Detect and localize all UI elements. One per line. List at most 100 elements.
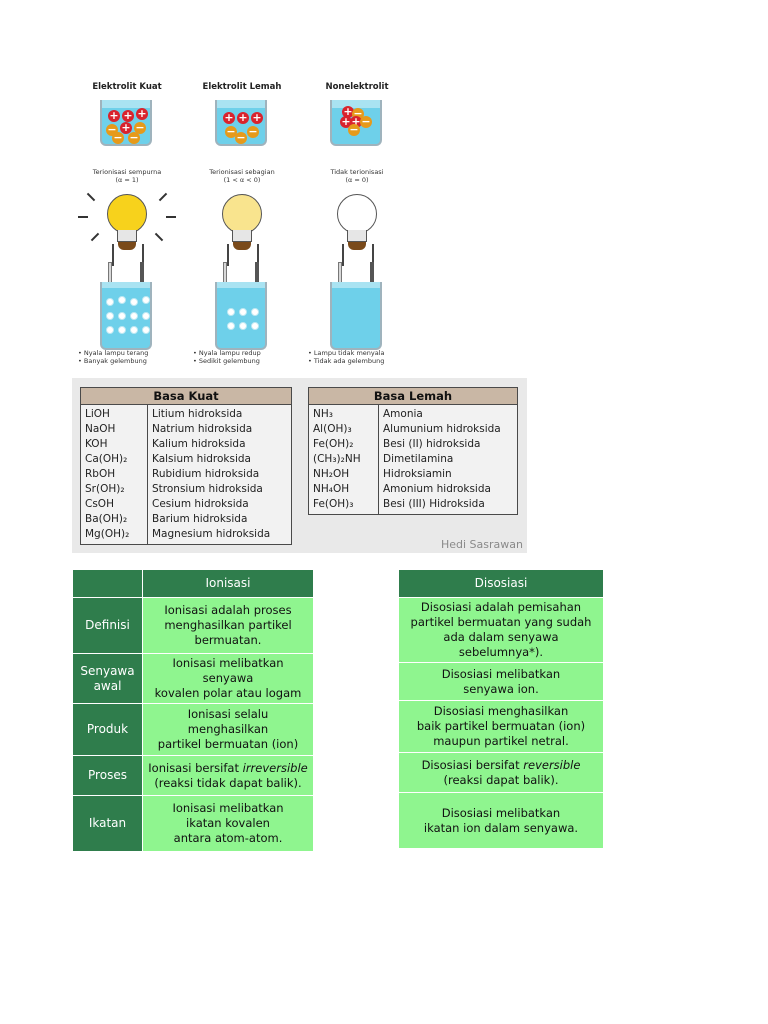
positive-ion-icon: + <box>136 107 148 120</box>
base-formula: (CH₃)₂NH <box>313 453 361 465</box>
negative-ion-icon: − <box>247 125 259 138</box>
positive-ion-icon: + <box>251 111 263 124</box>
column-title: Nonelektrolit <box>325 82 389 92</box>
positive-ion-icon: + <box>108 109 120 122</box>
base-name: Litium hidroksida <box>152 408 243 420</box>
ionization-caption: Terionisasi sempurna(α = 1) <box>92 168 162 184</box>
electrolysis-beaker <box>215 282 267 350</box>
negative-ion-icon: − <box>348 123 360 136</box>
cell-line: menghasilkan partikel <box>164 618 292 632</box>
base-name: Dimetilamina <box>383 453 454 465</box>
table-row: Disosiasi bersifat reversible(reaksi dap… <box>398 752 604 793</box>
base-name: Hidroksiamin <box>383 468 452 480</box>
bulb-bright-icon <box>72 190 182 270</box>
base-name: Alumunium hidroksida <box>383 423 501 435</box>
cell-line: ikatan kovalen <box>186 816 270 830</box>
negative-ion-icon: − <box>235 131 247 144</box>
row-header: Ikatan <box>72 795 143 852</box>
base-name: Stronsium hidroksida <box>152 483 263 495</box>
cell-line: ikatan ion dalam senyawa. <box>423 820 579 835</box>
negative-ion-icon: − <box>225 125 237 138</box>
base-name: Cesium hidroksida <box>152 498 249 510</box>
negative-ion-icon: − <box>134 121 146 134</box>
ionization-caption: Terionisasi sebagian(1 < α < 0) <box>209 168 275 184</box>
base-name: Amonium hidroksida <box>383 483 491 495</box>
base-formula: CsOH <box>85 498 114 510</box>
base-formula: Ca(OH)₂ <box>85 453 128 465</box>
base-formula: LiOH <box>85 408 110 420</box>
cell-line: Ionisasi adalah proses <box>164 603 292 617</box>
cell-line: (reaksi dapat balik). <box>443 772 559 787</box>
column-title: Elektrolit Kuat <box>92 82 162 92</box>
positive-ion-icon: + <box>342 105 354 118</box>
electrolyte-figure: Elektrolit Kuat + + + − + − − − Terionis… <box>72 72 402 372</box>
positive-ion-icon: + <box>223 111 235 124</box>
observation-notes: Nyala lampu terangBanyak gelembung <box>78 349 182 365</box>
cell-line: partikel bermuatan (ion) <box>157 737 299 751</box>
cell-line: Ionisasi melibatkan <box>172 801 284 815</box>
ion-beaker: + + + − − − <box>215 100 267 146</box>
row-header: Definisi <box>72 597 143 654</box>
base-formula: NH₄OH <box>313 483 350 495</box>
electrolysis-beaker <box>100 282 152 350</box>
base-formula: KOH <box>85 438 108 450</box>
disosiasi-cell: Disosiasi bersifat reversible(reaksi dap… <box>398 752 604 793</box>
cell-line: partikel bermuatan yang sudah <box>410 615 592 629</box>
base-formula: Al(OH)₃ <box>313 423 352 435</box>
negative-ion-icon: − <box>128 131 140 144</box>
nonelectrolyte-column: Nonelektrolit + − + + − − Tidak terionis… <box>302 72 412 372</box>
base-formula: Sr(OH)₂ <box>85 483 125 495</box>
positive-ion-icon: + <box>237 111 249 124</box>
cell-line: Ionisasi bersifat irreversible <box>148 760 308 775</box>
base-name: Kalium hidroksida <box>152 438 246 450</box>
weak-electrolyte-column: Elektrolit Lemah + + + − − − Terionisasi… <box>187 72 297 372</box>
ionisasi-cell: Ionisasi bersifat irreversible(reaksi ti… <box>142 755 314 796</box>
base-formula: Ba(OH)₂ <box>85 513 128 525</box>
observation-notes: Lampu tidak menyalaTidak ada gelembung <box>308 349 412 365</box>
base-name: Natrium hidroksida <box>152 423 253 435</box>
cell-line: (reaksi tidak dapat balik). <box>154 775 302 790</box>
cell-line: Disosiasi melibatkan <box>441 666 561 681</box>
ionization-caption: Tidak terionisasi(α = 0) <box>330 168 384 184</box>
base-name: Rubidium hidroksida <box>152 468 260 480</box>
base-name: Besi (III) Hidroksida <box>383 498 485 510</box>
electrolysis-beaker <box>330 282 382 350</box>
base-name: Amonia <box>383 408 423 420</box>
cell-line: antara atom-atom. <box>173 831 283 845</box>
disosiasi-header: Disosiasi <box>398 569 604 598</box>
column-title: Elektrolit Lemah <box>202 82 282 92</box>
empty-corner-cell <box>72 569 143 598</box>
base-formula: NH₂OH <box>313 468 350 480</box>
base-formula: NaOH <box>85 423 116 435</box>
cell-line: maupun partikel netral. <box>433 734 569 748</box>
base-name: Barium hidroksida <box>152 513 248 525</box>
molecule-beaker: + − + + − − <box>330 100 382 146</box>
cell-line: Ionisasi melibatkan senyawa <box>172 656 284 685</box>
base-formula: Fe(OH)₂ <box>313 438 354 450</box>
observation-notes: Nyala lampu redupSedikit gelembung <box>193 349 297 365</box>
base-name: Besi (II) hidroksida <box>383 438 481 450</box>
bulb-dim-icon <box>187 190 297 270</box>
cell-line: Disosiasi bersifat reversible <box>421 757 581 772</box>
